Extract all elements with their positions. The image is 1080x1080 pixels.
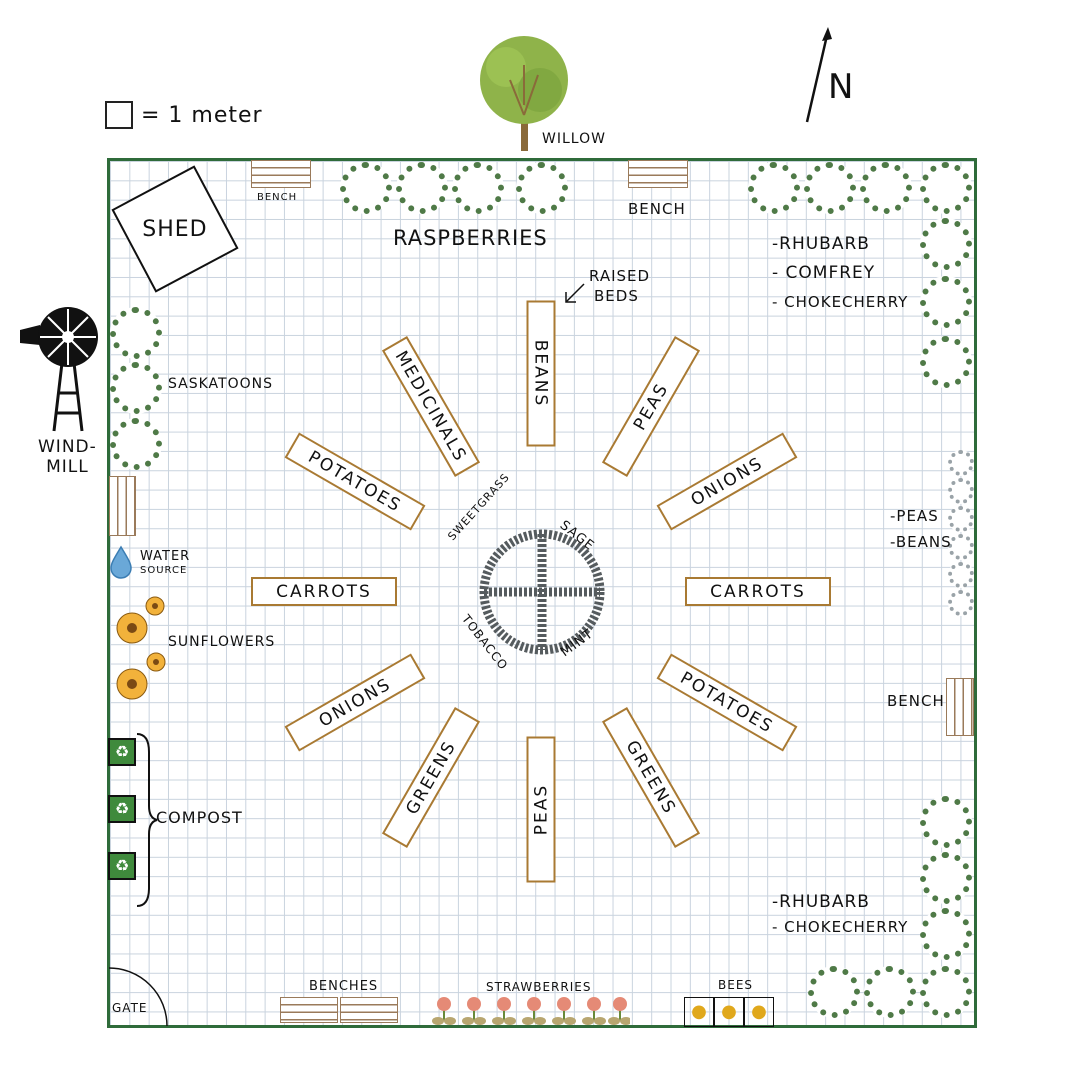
raspberry-bush bbox=[396, 162, 448, 214]
se-shrub bbox=[920, 966, 972, 1018]
recycle-icon: ♻ bbox=[114, 799, 130, 818]
bed-label: PEAS bbox=[531, 783, 551, 836]
e-plant-list: -PEAS -BEANS bbox=[890, 503, 952, 555]
water-source-label: WATER SOURCE bbox=[140, 550, 190, 578]
se-shrub bbox=[920, 796, 972, 848]
raspberry-bush bbox=[340, 162, 392, 214]
ne-shrub bbox=[920, 276, 972, 328]
trellis-plant bbox=[948, 562, 974, 588]
grid-square-icon bbox=[105, 101, 133, 129]
raised-bed: CARROTS bbox=[251, 577, 397, 606]
bench-bottom-1 bbox=[280, 997, 338, 1023]
shed-label: SHED bbox=[142, 216, 208, 242]
raised-beds-line: BEDS bbox=[594, 287, 639, 305]
gate-icon bbox=[109, 967, 168, 1026]
water-drop-icon bbox=[110, 545, 132, 579]
sunflower-icon bbox=[116, 596, 166, 700]
e-plant-item: -BEANS bbox=[890, 533, 952, 551]
north-arrow-icon bbox=[805, 27, 832, 123]
bees-label: BEES bbox=[718, 978, 754, 992]
ne-shrub bbox=[860, 162, 912, 214]
bed-label: BEANS bbox=[531, 339, 551, 408]
scale-label: = 1 meter bbox=[141, 103, 263, 128]
bench-top-right-label: BENCH bbox=[628, 200, 686, 218]
trellis-plant bbox=[948, 534, 974, 560]
raised-bed: PEAS bbox=[526, 736, 556, 883]
saskatoons-label: SASKATOONS bbox=[168, 376, 273, 392]
beehive: ● bbox=[744, 997, 774, 1027]
strawberry-plants-icon bbox=[432, 997, 630, 1025]
willow-label: WILLOW bbox=[542, 131, 606, 147]
bee-icon: ● bbox=[691, 1001, 707, 1022]
raised-bed: CARROTS bbox=[685, 577, 831, 606]
north-label: N bbox=[828, 67, 855, 107]
willow-tree-icon bbox=[480, 36, 568, 151]
sunflowers-label: SUNFLOWERS bbox=[168, 634, 276, 650]
raised-bed: BEANS bbox=[526, 300, 556, 447]
se-plant-list: -RHUBARB - CHOKECHERRY bbox=[772, 890, 908, 940]
ne-shrub bbox=[804, 162, 856, 214]
compost-bin: ♻ bbox=[108, 795, 136, 823]
se-plant-item: - CHOKECHERRY bbox=[772, 918, 909, 936]
gate-label: GATE bbox=[112, 1001, 148, 1015]
trellis-plant bbox=[948, 478, 974, 504]
ne-plant-list: -RHUBARB - COMFREY - CHOKECHERRY bbox=[772, 230, 908, 317]
ne-plant-item: -RHUBARB bbox=[772, 234, 870, 254]
compost-bin: ♻ bbox=[108, 852, 136, 880]
se-shrub bbox=[920, 908, 972, 960]
windmill-icon bbox=[20, 307, 98, 432]
se-shrub bbox=[864, 966, 916, 1018]
ne-shrub bbox=[748, 162, 800, 214]
bee-icon: ● bbox=[751, 1001, 767, 1022]
ne-plant-item: - CHOKECHERRY bbox=[772, 293, 909, 311]
windmill-label: WIND- MILL bbox=[38, 437, 97, 477]
trellis-plant bbox=[948, 590, 974, 616]
raspberry-bush bbox=[516, 162, 568, 214]
ne-shrub bbox=[920, 162, 972, 214]
e-plant-item: -PEAS bbox=[890, 507, 939, 525]
saskatoon-bush bbox=[110, 418, 162, 470]
trellis-plant bbox=[948, 450, 974, 476]
ne-shrub bbox=[920, 336, 972, 388]
raspberry-bush bbox=[452, 162, 504, 214]
medicine-wheel-icon bbox=[479, 529, 605, 655]
bench-bottom-2 bbox=[340, 997, 398, 1023]
ne-shrub bbox=[920, 218, 972, 270]
bench-right-label: BENCH bbox=[887, 692, 945, 710]
bed-label: CARROTS bbox=[276, 581, 372, 602]
trellis-plant bbox=[948, 506, 974, 532]
se-shrub bbox=[808, 966, 860, 1018]
bench-right bbox=[946, 678, 974, 736]
recycle-icon: ♻ bbox=[114, 856, 130, 875]
water-label-line: SOURCE bbox=[140, 565, 188, 576]
bench-top-right bbox=[628, 160, 688, 188]
beehive: ● bbox=[684, 997, 714, 1027]
compost-brace-icon bbox=[136, 733, 158, 907]
strawberries-label: STRAWBERRIES bbox=[486, 980, 592, 994]
compost-label: COMPOST bbox=[156, 808, 243, 827]
raspberries-label: RASPBERRIES bbox=[393, 226, 548, 250]
raised-beds-line: RAISED bbox=[589, 267, 651, 285]
benches-bottom-label: BENCHES bbox=[309, 979, 379, 994]
beehive: ● bbox=[714, 997, 744, 1027]
saskatoon-bush bbox=[110, 307, 162, 359]
bench-top-left-label: BENCH bbox=[257, 192, 298, 203]
ne-plant-item: - COMFREY bbox=[772, 263, 876, 283]
se-plant-item: -RHUBARB bbox=[772, 892, 870, 912]
se-shrub bbox=[920, 852, 972, 904]
raised-beds-label: RAISED BEDS bbox=[589, 266, 650, 306]
bench-left bbox=[109, 476, 136, 536]
bed-label: CARROTS bbox=[710, 581, 806, 602]
saskatoon-bush bbox=[110, 362, 162, 414]
arrow-icon bbox=[565, 283, 585, 303]
bench-top-left bbox=[251, 160, 311, 188]
water-label-line: WATER bbox=[140, 549, 191, 564]
compost-bin: ♻ bbox=[108, 738, 136, 766]
recycle-icon: ♻ bbox=[114, 742, 130, 761]
bee-icon: ● bbox=[721, 1001, 737, 1022]
